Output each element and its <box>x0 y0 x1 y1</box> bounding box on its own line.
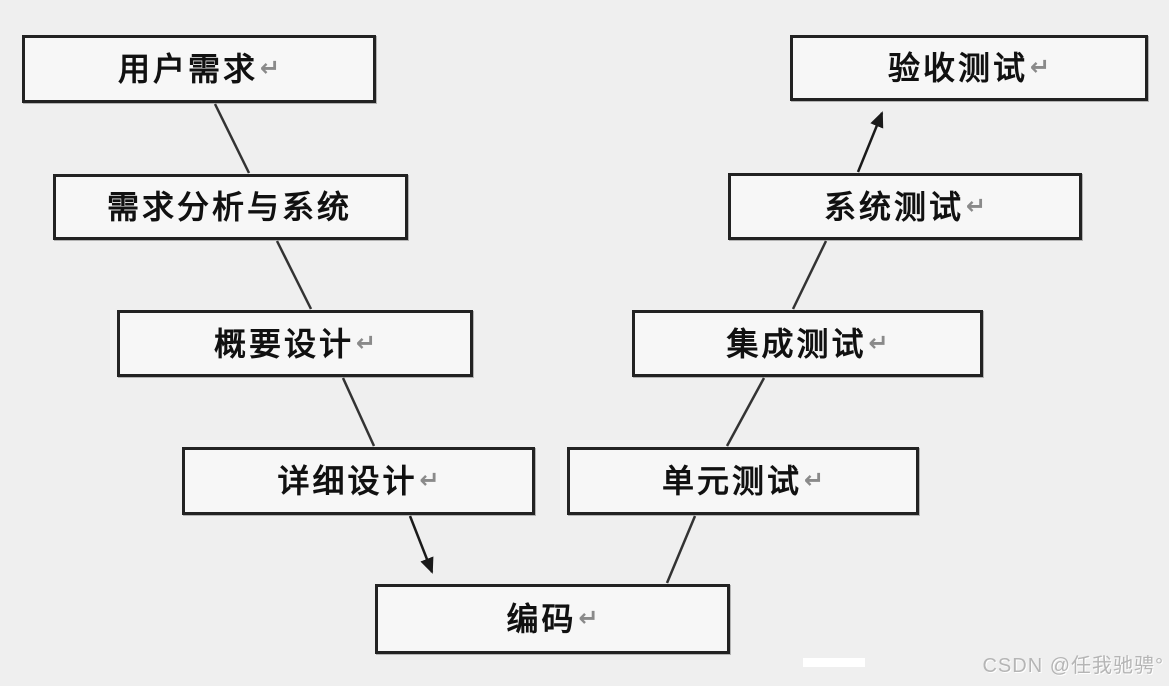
node-acceptance-testing: 验收测试↵ <box>790 35 1148 101</box>
connector-system-to-acceptance-arrow <box>856 111 884 173</box>
return-mark-icon: ↵ <box>259 55 281 82</box>
connector-integration-to-system <box>791 240 828 310</box>
watermark-backdrop <box>803 658 865 667</box>
return-mark-icon: ↵ <box>355 329 377 357</box>
return-mark-icon: ↵ <box>578 605 599 632</box>
node-unit-testing: 单元测试↵ <box>567 447 919 515</box>
node-label: 验收测试 <box>887 50 1028 86</box>
return-mark-icon: ↵ <box>419 467 440 494</box>
node-label: 概要设计 <box>213 325 354 362</box>
node-high-level-design: 概要设计↵ <box>117 310 473 377</box>
connector-coding-to-unittest <box>665 515 697 584</box>
node-label: 系统测试 <box>823 188 964 225</box>
node-label: 详细设计 <box>277 463 418 499</box>
connector-analysis-to-highlevel <box>275 240 313 310</box>
connector-unittest-to-integration <box>725 377 766 447</box>
connector-highlevel-to-detailed <box>341 377 376 447</box>
return-mark-icon: ↵ <box>868 329 889 357</box>
node-user-requirements: 用户需求↵ <box>22 35 376 103</box>
connector-detailed-to-coding-arrow <box>408 515 434 574</box>
node-integration-testing: 集成测试↵ <box>632 310 983 377</box>
node-system-testing: 系统测试↵ <box>728 173 1082 240</box>
node-requirements-analysis: 需求分析与系统 <box>53 174 408 240</box>
node-coding: 编码↵ <box>375 584 730 654</box>
csdn-watermark: CSDN @任我驰骋° <box>982 655 1164 677</box>
node-label: 集成测试 <box>726 325 867 362</box>
node-label: 需求分析与系统 <box>106 189 352 225</box>
node-label: 用户需求 <box>117 51 258 87</box>
node-label: 单元测试 <box>661 463 802 499</box>
return-mark-icon: ↵ <box>803 467 825 494</box>
node-label: 编码 <box>506 601 577 637</box>
return-mark-icon: ↵ <box>1029 54 1051 81</box>
node-detailed-design: 详细设计↵ <box>182 447 535 515</box>
connector-userreq-to-analysis <box>213 103 251 174</box>
return-mark-icon: ↵ <box>965 192 987 220</box>
